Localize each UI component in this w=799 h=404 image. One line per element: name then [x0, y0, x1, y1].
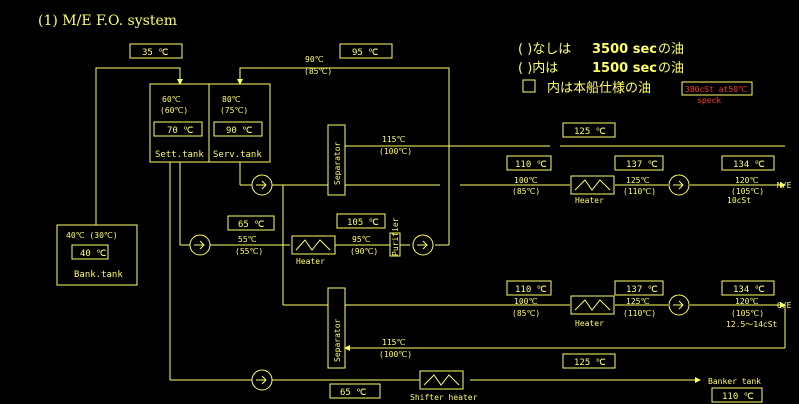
box-up-137: 137 ℃ [626, 160, 658, 170]
box-bunker-110: 110 ℃ [722, 392, 754, 402]
purifier-label: Purifier [391, 217, 400, 256]
tanks: 40℃ (30℃) 40 ℃ Bank.tank 60℃ (60℃) 70 ℃ … [56, 83, 271, 286]
legend-line2-value: 1500 sec [592, 61, 657, 76]
serv-temp-1: 80℃ [222, 95, 241, 104]
red-tag: 380cSt at50℃ [685, 85, 747, 94]
return-temp-1: 90℃ [305, 55, 324, 64]
sett-name: Sett.tank [155, 150, 204, 160]
serv-set: 90 ℃ [226, 126, 252, 136]
separator-lower [327, 287, 346, 369]
up-a-1: 100℃ [514, 176, 537, 185]
up-visc: 10cSt [727, 196, 751, 205]
box-lo-125: 125 ℃ [574, 358, 606, 368]
shifter-heater-label: Shifter heater [410, 393, 478, 402]
box-lo-137: 137 ℃ [626, 285, 658, 295]
process-labels: 55℃ (55℃) 95℃ (90℃) 115℃ (100℃) 100℃ (85… [235, 135, 792, 386]
up-b-2: (110℃) [623, 187, 656, 196]
ge-label: G/E [777, 301, 792, 310]
lo-a-1: 100℃ [514, 297, 537, 306]
separator-lower-label: Separator [333, 318, 342, 362]
legend-line1-value: 3500 sec [592, 42, 657, 57]
h1-out-2: (90℃) [350, 247, 378, 256]
box-top-return: 95 ℃ [352, 48, 378, 58]
return-temp-2: (85℃) [304, 67, 332, 76]
heater-upper-label: Heater [575, 196, 604, 205]
heater-lower-icon [570, 295, 615, 315]
box-up-134: 134 ℃ [733, 160, 765, 170]
lo-visc: 12.5～14cSt [726, 320, 778, 329]
serv-name: Serv.tank [213, 150, 262, 160]
piping [95, 67, 786, 383]
pumps [189, 174, 690, 391]
up-b-1: 125℃ [626, 176, 649, 185]
legend-line1-suffix: の油 [658, 42, 684, 57]
sett-temp-2: (60℃) [160, 106, 188, 115]
separator-upper [327, 124, 346, 196]
lo-sep-1: 115℃ [382, 338, 405, 347]
lo-sep-2: (100℃) [379, 350, 412, 359]
heaters: Heater Heater Heater Shifter heater [291, 175, 615, 402]
up-c-1: 120℃ [735, 176, 758, 185]
purifier [389, 232, 401, 257]
sett-set: 70 ℃ [167, 126, 193, 136]
shifter-heater-icon [419, 370, 464, 390]
h1-in-1: 55℃ [238, 235, 257, 244]
box-top-left: 35 ℃ [142, 48, 168, 58]
box-up-110: 110 ℃ [515, 160, 547, 170]
up-c-2: (105℃) [731, 187, 764, 196]
lo-b-1: 125℃ [626, 297, 649, 306]
lo-a-2: (85℃) [512, 309, 540, 318]
heater-1-label: Heater [296, 257, 325, 266]
bunker-tank-label: Banker tank [708, 377, 761, 386]
page-title: (1) M/E F.O. system [38, 13, 177, 29]
red-tag-box [681, 81, 753, 96]
box-lo-134: 134 ℃ [733, 285, 765, 295]
up-sep-2: (100℃) [379, 147, 412, 156]
lo-c-2: (105℃) [731, 309, 764, 318]
bank-tank-name: Bank.tank [74, 270, 123, 280]
heater-upper-icon [570, 175, 615, 195]
separator-upper-label: Separator [333, 141, 342, 185]
temperature-boxes: 35 ℃ 95 ℃ 90℃ (85℃) 65 ℃ 105 ℃ 125 ℃ 110… [129, 43, 775, 403]
heater-lower-label: Heater [575, 319, 604, 328]
lo-c-1: 120℃ [735, 297, 758, 306]
legend-line2-prefix: ( )内は [518, 60, 558, 76]
red-tag-sub: speck [697, 96, 721, 105]
bank-tank-set: 40 ℃ [80, 249, 106, 259]
legend-line1-prefix: ( )なしは [518, 42, 571, 57]
separators: Separator Separator Purifier [327, 124, 401, 369]
box-up-125: 125 ℃ [574, 127, 606, 137]
bank-tank-temp: 40℃ (30℃) [66, 231, 118, 240]
legend: ( )なしは 3500 sec の油 ( )内は 1500 sec の油 内は本… [518, 42, 753, 105]
box-heater1: 65 ℃ [238, 220, 264, 230]
up-a-2: (85℃) [512, 187, 540, 196]
legend-line2-suffix: の油 [658, 61, 684, 76]
up-sep-1: 115℃ [382, 135, 405, 144]
serv-temp-2: (75℃) [220, 106, 248, 115]
legend-line3: 内は本船仕様の油 [547, 80, 651, 96]
h1-in-2: (55℃) [235, 247, 263, 256]
legend-box-icon [522, 79, 536, 93]
heater-1-icon [291, 235, 336, 255]
box-lo-110: 110 ℃ [515, 285, 547, 295]
lo-b-2: (110℃) [623, 309, 656, 318]
box-bottom-65: 65 ℃ [340, 388, 366, 398]
h1-out-1: 95℃ [352, 235, 371, 244]
box-purifier: 105 ℃ [347, 218, 379, 228]
sett-temp-1: 60℃ [162, 95, 181, 104]
me-label: M/E [777, 181, 792, 190]
